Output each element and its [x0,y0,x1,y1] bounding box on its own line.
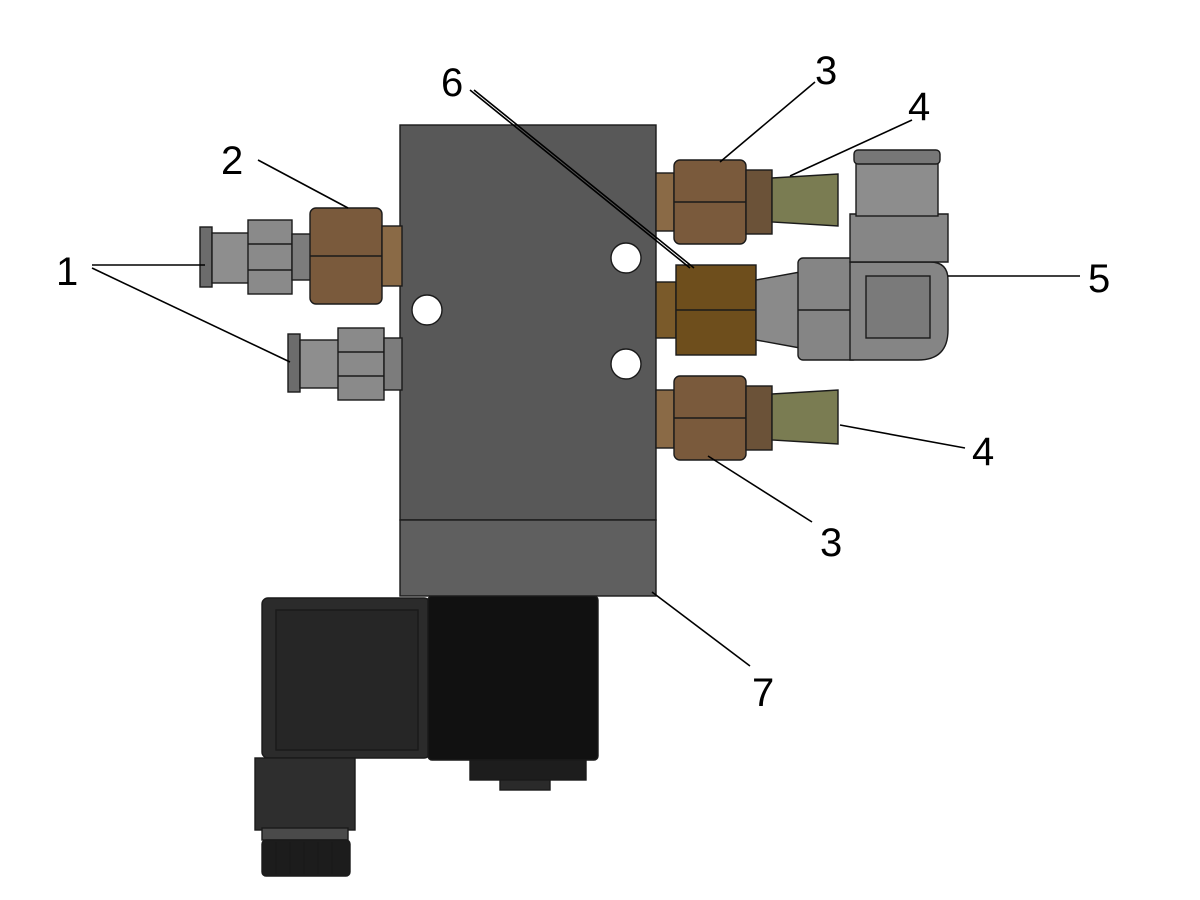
callout-5: 5 [1088,257,1110,301]
adapter-nut-lower [655,375,773,461]
callout-7: 7 [752,671,774,715]
mounting-hole [411,294,443,326]
mounting-hole [610,348,642,380]
callout-3-top: 3 [815,49,837,93]
leader-line-2 [257,159,349,209]
leader-line-3b [707,455,813,523]
leader-line-7 [651,591,751,667]
leader-line-4b [839,424,966,449]
callout-3-bottom: 3 [820,521,842,565]
mounting-hole [610,242,642,274]
quick-connector-lower [287,327,403,401]
leader-lines [91,81,1080,667]
callout-4-top: 4 [908,85,930,129]
coil-connector-plug [254,597,431,877]
valve-body [399,124,657,521]
muffler-upper [771,173,839,227]
center-brass-nut [655,264,757,356]
reducer-nut [309,207,403,305]
callout-2: 2 [221,139,243,183]
adapter-nut-upper [655,159,773,245]
leader-line-1b [91,267,291,363]
elbow-fitting [755,149,949,361]
leader-line-6 [469,89,691,269]
callout-1: 1 [56,250,78,294]
leader-line-3a [719,81,816,163]
quick-connector-upper [199,219,313,295]
solenoid-coil [427,595,599,791]
callout-6: 6 [441,61,463,105]
muffler-lower [771,389,839,445]
leader-line-6b [473,89,695,269]
valve-base-plate [399,519,657,597]
callout-4-bottom: 4 [972,430,994,474]
leader-line-4a [789,119,913,177]
